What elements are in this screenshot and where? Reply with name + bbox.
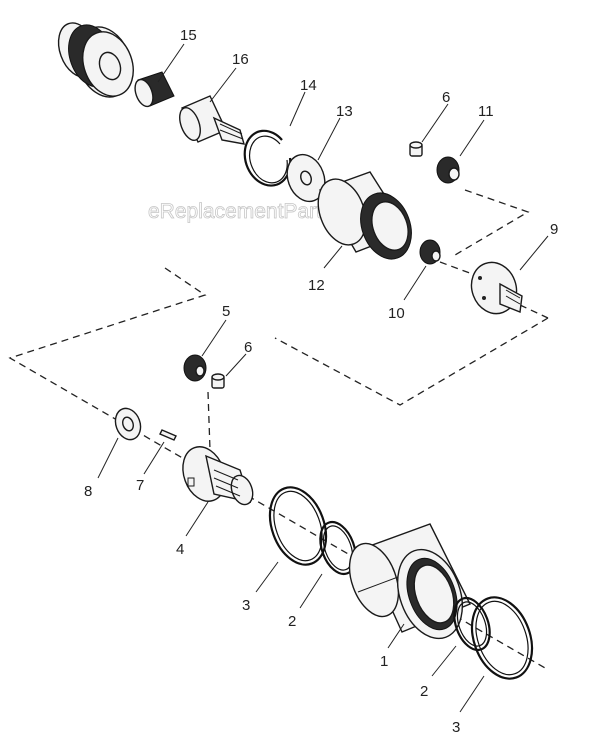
callout-4: 4 bbox=[176, 541, 184, 558]
part-15-spline-coupler bbox=[134, 71, 175, 108]
callout-8: 8 bbox=[84, 483, 92, 500]
leader-lines bbox=[97, 43, 549, 713]
part-6-cap-upper bbox=[409, 141, 423, 157]
callout-10: 10 bbox=[388, 305, 405, 322]
callout-1: 1 bbox=[380, 653, 388, 670]
part-15-gear-pair bbox=[57, 22, 134, 98]
callout-12: 12 bbox=[308, 277, 325, 294]
part-12-sleeve bbox=[317, 171, 412, 260]
part-13-washer bbox=[286, 153, 326, 203]
part-7-pin bbox=[159, 429, 177, 441]
callout-3-left: 3 bbox=[242, 597, 250, 614]
callout-6-upper: 6 bbox=[442, 89, 450, 106]
callout-2-left: 2 bbox=[288, 613, 296, 630]
part-6-cap-lower bbox=[211, 373, 225, 389]
callout-6-lower: 6 bbox=[244, 339, 252, 356]
part-3-oring-left bbox=[268, 486, 328, 566]
callout-14: 14 bbox=[300, 77, 317, 94]
part-9-carrier bbox=[470, 261, 523, 315]
part-11-bearing bbox=[436, 156, 460, 184]
callout-labels: 15 16 14 13 6 11 9 12 10 5 6 8 7 4 3 2 1… bbox=[84, 27, 558, 736]
part-16-shaft bbox=[179, 95, 245, 145]
callout-15: 15 bbox=[180, 27, 197, 44]
part-1-housing bbox=[348, 523, 471, 640]
part-14-snap-ring bbox=[243, 129, 292, 187]
callout-16: 16 bbox=[232, 51, 249, 68]
part-8-washer bbox=[114, 407, 142, 441]
part-5-bearing bbox=[183, 354, 207, 382]
assembly-lines bbox=[8, 189, 549, 669]
part-4-output-shaft bbox=[182, 446, 254, 506]
part-2-ring-left bbox=[319, 520, 357, 576]
callout-7: 7 bbox=[136, 477, 144, 494]
callout-9: 9 bbox=[550, 221, 558, 238]
part-10-bearing bbox=[419, 239, 441, 265]
callout-13: 13 bbox=[336, 103, 353, 120]
part-3-oring-right bbox=[470, 596, 534, 680]
callout-2-right: 2 bbox=[420, 683, 428, 700]
callout-11: 11 bbox=[478, 103, 494, 120]
callout-5: 5 bbox=[222, 303, 230, 320]
callout-3-right: 3 bbox=[452, 719, 460, 736]
